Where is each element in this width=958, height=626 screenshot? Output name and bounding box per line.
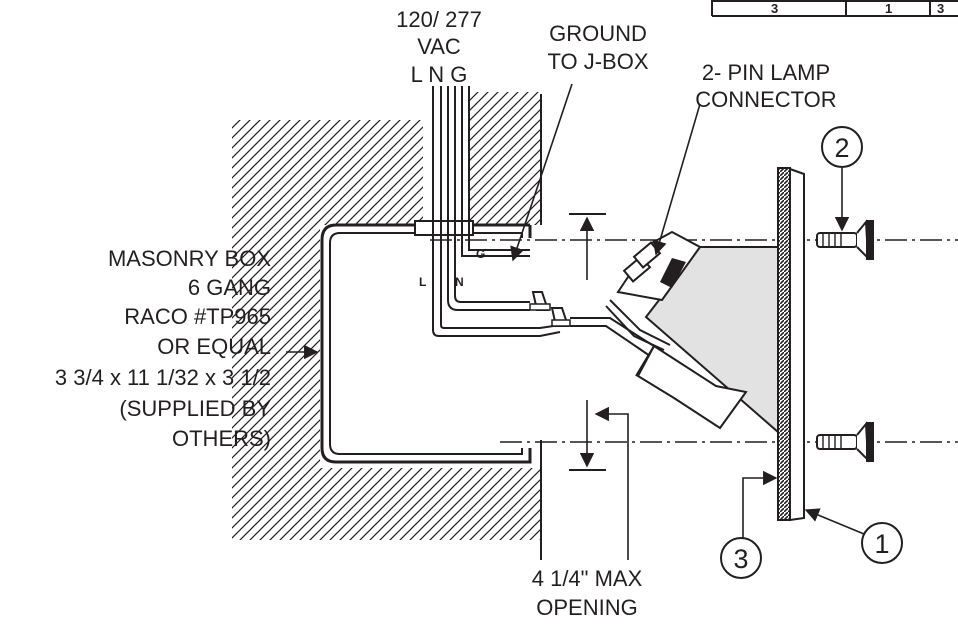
masonry-box-line2: 6 GANG — [188, 275, 271, 300]
lamp-connector-block — [616, 230, 702, 302]
masonry-box-line6: (SUPPLIED BY — [119, 396, 271, 421]
table-cell-part: 3 — [937, 1, 944, 16]
masonry-box-line1: MASONRY BOX — [108, 246, 271, 271]
callout-screw: 2 — [821, 126, 863, 168]
masonry-box-line3: RACO #TP965 — [124, 304, 271, 329]
wire-tag-line: L — [419, 275, 426, 289]
wire-tag-neutral: N — [455, 275, 464, 289]
mounting-screw-lower — [816, 421, 874, 463]
masonry-box-line5: 3 3/4 x 11 1/32 x 3 1/2 — [55, 365, 271, 390]
driver-module — [636, 344, 748, 430]
table-cell-qty: 3 — [771, 1, 778, 16]
supply-wires — [432, 86, 561, 337]
ground-label-line1: GROUND — [549, 21, 647, 46]
table-cell-item: 1 — [885, 1, 892, 16]
wire-nuts — [529, 291, 571, 327]
masonry-box — [320, 220, 532, 464]
parts-table-fragment: 3 1 3 — [711, 0, 958, 17]
supply-label: 120/ 277 VAC L N G — [396, 7, 482, 87]
opening-dimension — [569, 213, 606, 471]
opening-label: 4 1/4" MAX OPENING — [532, 566, 643, 620]
gasket — [777, 167, 791, 521]
leader-lines — [286, 83, 865, 560]
masonry-box-line4: OR EQUAL — [157, 334, 271, 359]
fixture-housing — [616, 230, 779, 435]
ground-label: GROUND TO J-BOX — [547, 21, 648, 74]
callout-number-3: 3 — [733, 544, 748, 574]
callout-number-2: 2 — [834, 133, 849, 163]
masonry-hatch-left — [232, 232, 320, 460]
opening-label-line1: 4 1/4" MAX — [532, 566, 643, 591]
masonry-hatch-upper — [232, 120, 423, 232]
masonry-hatch-upper-right — [470, 92, 540, 225]
callout-number-1: 1 — [874, 529, 889, 559]
lamp-connector-line2: CONNECTOR — [695, 87, 836, 112]
supply-vac: VAC — [417, 34, 461, 59]
fixture-leads — [570, 299, 671, 357]
masonry-box-line7: OTHERS) — [172, 426, 271, 451]
masonry-box-label: MASONRY BOX 6 GANG RACO #TP965 OR EQUAL … — [55, 246, 271, 451]
callout-fixture: 1 — [861, 522, 903, 564]
mounting-screw-upper — [816, 219, 874, 261]
callout-gasket: 3 — [720, 537, 762, 579]
supply-voltage: 120/ 277 — [396, 7, 482, 32]
masonry-wall — [232, 92, 542, 560]
lamp-connector-label: 2- PIN LAMP CONNECTOR — [695, 60, 836, 112]
masonry-hatch-lower — [232, 460, 540, 540]
supply-wires-label: L N G — [411, 62, 468, 87]
wire-tag-ground: G — [476, 247, 485, 261]
lamp-connector-line1: 2- PIN LAMP — [702, 60, 830, 85]
faceplate — [777, 167, 805, 522]
ground-label-line2: TO J-BOX — [547, 49, 648, 74]
opening-label-line2: OPENING — [536, 595, 637, 620]
